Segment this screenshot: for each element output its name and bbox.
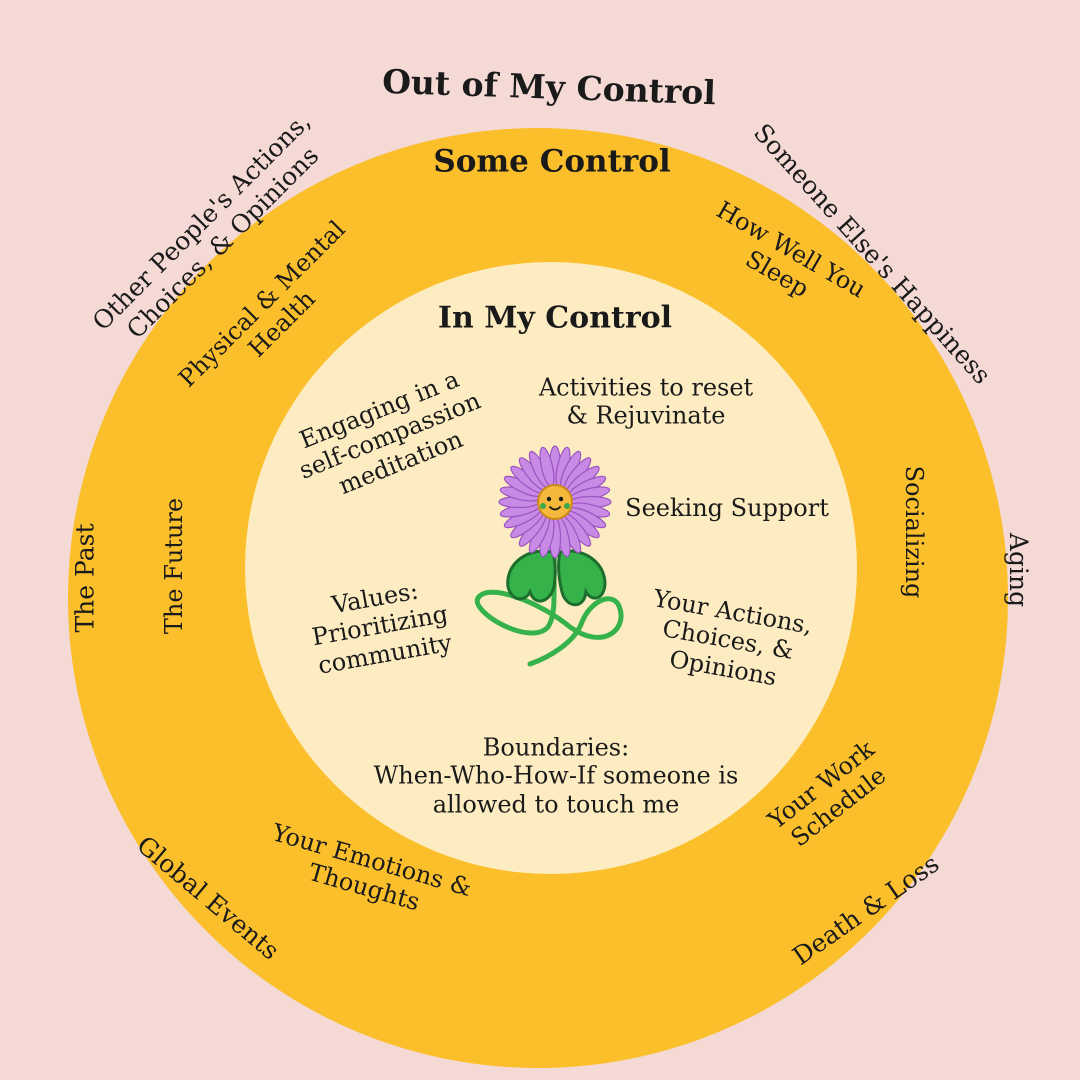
flower-stem (474, 541, 624, 667)
some-item-socializing: Socializing (900, 465, 929, 599)
flower-petals (498, 445, 612, 559)
right-cheek (564, 503, 570, 509)
left-eye (546, 496, 552, 502)
out-item-aging: Aging (1003, 532, 1033, 608)
out-of-control-heading: Out of My Control (381, 61, 717, 113)
left-cheek (540, 503, 546, 509)
right-leaf (557, 549, 607, 607)
in-item-boundaries: Boundaries: When-Who-How-If someone is a… (373, 733, 739, 819)
out-item-the-past: The Past (70, 523, 100, 633)
flower-graphic (474, 445, 624, 667)
in-control-heading: In My Control (437, 300, 673, 336)
smile (549, 506, 561, 511)
some-control-heading: Some Control (433, 143, 671, 180)
smiling-flower-icon (470, 445, 640, 674)
in-item-seeking-support: Seeking Support (625, 493, 829, 522)
flower-face (537, 484, 573, 520)
some-item-the-future: The Future (159, 497, 188, 635)
right-eye (558, 496, 564, 502)
left-leaf (506, 549, 557, 603)
in-item-activities-reset: Activities to reset & Rejuvinate (538, 373, 754, 430)
